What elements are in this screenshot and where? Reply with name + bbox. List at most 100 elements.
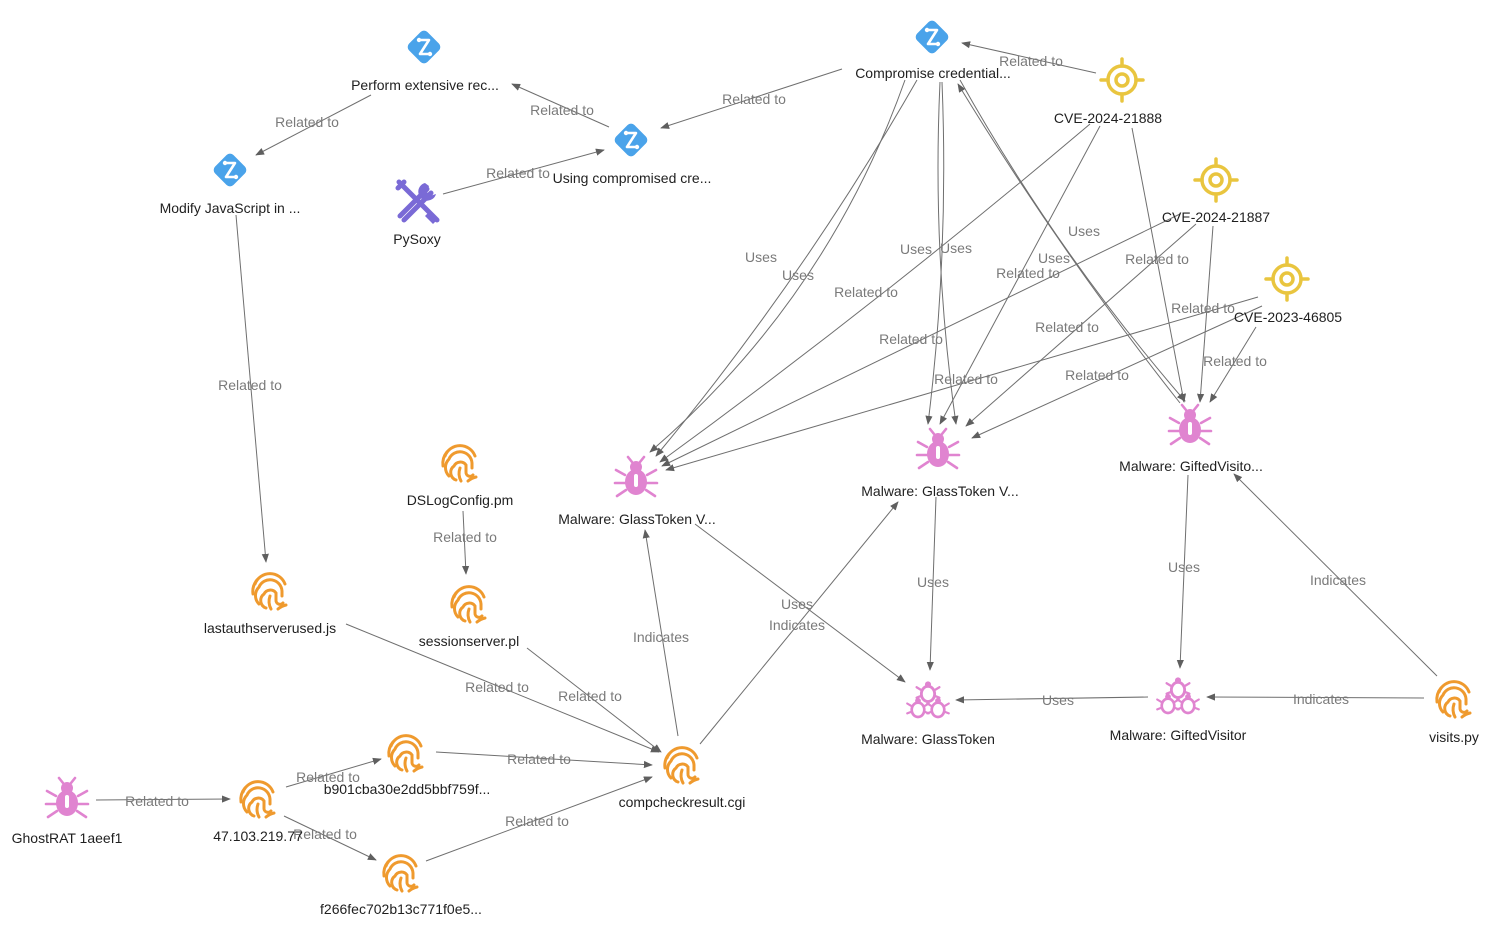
edge-n_using-to-n_perform[interactable] (511, 83, 610, 128)
edge-label: Related to (296, 769, 360, 785)
edge-n_ip-to-n_b901[interactable] (285, 757, 382, 788)
node-using[interactable]: Using compromised cre... (553, 122, 712, 186)
edge-label: Uses (745, 249, 777, 265)
edge-label: Uses (781, 596, 813, 612)
edge-n_session-to-n_compcheck[interactable] (526, 647, 662, 753)
node-gifted_v[interactable]: Malware: GiftedVisito... (1119, 403, 1263, 474)
node-cve21887[interactable]: CVE-2024-21887 (1162, 157, 1270, 225)
edge-label: Uses (917, 574, 949, 590)
edge-n_compromise-to-n_gifted_v[interactable] (959, 79, 1186, 402)
edge-n_visits-to-n_gifted_v[interactable] (1233, 473, 1438, 677)
edge-n_perform-to-n_modify[interactable] (255, 94, 372, 156)
fingerprint-icon (251, 572, 288, 611)
edge-n_lastauth-to-n_compcheck[interactable] (345, 623, 660, 753)
edge-label: Uses (1168, 559, 1200, 575)
node-perform[interactable]: Perform extensive rec... (351, 29, 499, 93)
edge-n_cve21888-to-n_gifted_v[interactable] (1131, 127, 1187, 403)
node-cve46805[interactable]: CVE-2023-46805 (1234, 256, 1342, 325)
edge-label: Related to (530, 102, 594, 118)
node-label: Malware: GlassToken (861, 731, 995, 747)
edge-n_cve21888-to-n_compromise[interactable] (961, 41, 1097, 74)
node-label: lastauthserverused.js (204, 620, 336, 636)
bug-icon (613, 455, 659, 498)
edge-n_compromise-to-n_glass1[interactable] (655, 79, 918, 457)
edge-n_compromise-to-n_glass1[interactable] (649, 79, 906, 453)
edge-label: Uses (782, 267, 814, 283)
edge-n_cve21888-to-n_glass2[interactable] (939, 125, 1101, 425)
edge-n_cve46805-to-n_gifted_v[interactable] (1209, 326, 1257, 403)
edge-n_gifted_v-to-n_giftedvisitor[interactable] (1176, 474, 1189, 669)
node-label: Compromise credential... (855, 65, 1011, 81)
edge-n_cve21887-to-n_glass2[interactable] (965, 223, 1197, 427)
node-label: Malware: GiftedVisito... (1119, 458, 1263, 474)
node-label: Malware: GlassToken V... (558, 511, 715, 527)
edge-n_ghost-to-n_ip[interactable] (95, 795, 231, 803)
edge-n_gifted_v-to-n_compromise[interactable] (957, 83, 1181, 404)
edge-n_cve46805-to-n_glass2[interactable] (971, 305, 1263, 439)
edge-label: Related to (433, 529, 497, 545)
edge-n_cve21888-to-n_glass1[interactable] (659, 123, 1091, 463)
fingerprint-icon (382, 854, 419, 893)
node-glass1[interactable]: Malware: GlassToken V... (558, 455, 716, 527)
node-label: visits.py (1429, 729, 1479, 745)
node-label: Malware: GlassToken V... (861, 483, 1018, 499)
edge-n_cve46805-to-n_glass1[interactable] (665, 296, 1259, 472)
node-glass2[interactable]: Malware: GlassToken V... (861, 427, 1019, 499)
node-giftedvisitor[interactable]: Malware: GiftedVisitor (1110, 677, 1247, 743)
edge-n_glass2-to-n_glasstoken[interactable] (926, 496, 937, 671)
node-layer: Compromise credential... Perform extensiv… (12, 19, 1479, 917)
bug-icon (1167, 403, 1213, 446)
edge-n_glass1-to-n_glasstoken[interactable] (694, 523, 906, 683)
edge-n_giftedvisitor-to-n_glasstoken[interactable] (955, 696, 1149, 704)
edge-label: Related to (1065, 367, 1129, 383)
edge-n_compcheck-to-n_glass2[interactable] (699, 501, 899, 745)
attack-pattern-icon (915, 20, 949, 54)
fingerprint-icon (450, 585, 487, 624)
edge-label: Uses (1068, 223, 1100, 239)
node-label: CVE-2024-21887 (1162, 209, 1270, 225)
edge-label: Uses (1038, 250, 1070, 266)
node-session[interactable]: sessionserver.pl (419, 585, 519, 649)
node-modify[interactable]: Modify JavaScript in ... (160, 152, 301, 216)
node-pysoxy[interactable]: PySoxy (393, 179, 441, 247)
edge-n_visits-to-n_giftedvisitor[interactable] (1206, 693, 1425, 701)
node-label: CVE-2024-21888 (1054, 110, 1162, 126)
edge-label: Indicates (633, 629, 689, 645)
edge-label: Related to (275, 114, 339, 130)
edge-n_dslog-to-n_session[interactable] (462, 510, 470, 575)
edge-n_modify-to-n_lastauth[interactable] (235, 214, 269, 563)
edge-n_compromise-to-n_glass2[interactable] (925, 81, 945, 425)
node-b901[interactable]: b901cba30e2dd5bbf759f... (324, 734, 491, 797)
node-ip[interactable]: 47.103.219.77 (213, 780, 303, 844)
target-icon (1099, 57, 1145, 103)
target-icon (1193, 157, 1239, 203)
node-ghost[interactable]: GhostRAT 1aeef1 (12, 776, 123, 846)
node-lastauth[interactable]: lastauthserverused.js (204, 572, 336, 636)
edge-n_compromise-to-n_using[interactable] (660, 68, 843, 129)
node-label: f266fec702b13c771f0e5... (320, 901, 482, 917)
node-dslog[interactable]: DSLogConfig.pm (407, 444, 514, 508)
node-glasstoken[interactable]: Malware: GlassToken (861, 681, 995, 747)
node-compcheck[interactable]: compcheckresult.cgi (619, 746, 746, 810)
edge-n_cve21887-to-n_glass1[interactable] (661, 213, 1181, 467)
node-label: 47.103.219.77 (213, 828, 303, 844)
node-label: CVE-2023-46805 (1234, 309, 1342, 325)
node-label: Perform extensive rec... (351, 77, 499, 93)
node-visits[interactable]: visits.py (1429, 680, 1479, 745)
node-f266[interactable]: f266fec702b13c771f0e5... (320, 854, 482, 917)
edge-label: Related to (722, 91, 786, 107)
malware-family-icon (906, 681, 950, 719)
edge-n_compcheck-to-n_glass1[interactable] (642, 529, 679, 737)
node-label: Malware: GiftedVisitor (1110, 727, 1247, 743)
edge-n_compromise-to-n_glass2[interactable] (937, 81, 959, 425)
edge-n_pysoxy-to-n_using[interactable] (442, 148, 605, 195)
edge-n_b901-to-n_compcheck[interactable] (435, 751, 653, 769)
edge-n_ip-to-n_f266[interactable] (283, 815, 377, 861)
edge-n_cve21887-to-n_gifted_v[interactable] (1197, 225, 1214, 403)
node-cve21888[interactable]: CVE-2024-21888 (1054, 57, 1162, 126)
edge-n_f266-to-n_compcheck[interactable] (425, 776, 653, 862)
node-label: compcheckresult.cgi (619, 794, 746, 810)
node-compromise[interactable]: Compromise credential... (855, 19, 1011, 81)
edge-label: Indicates (1293, 691, 1349, 707)
